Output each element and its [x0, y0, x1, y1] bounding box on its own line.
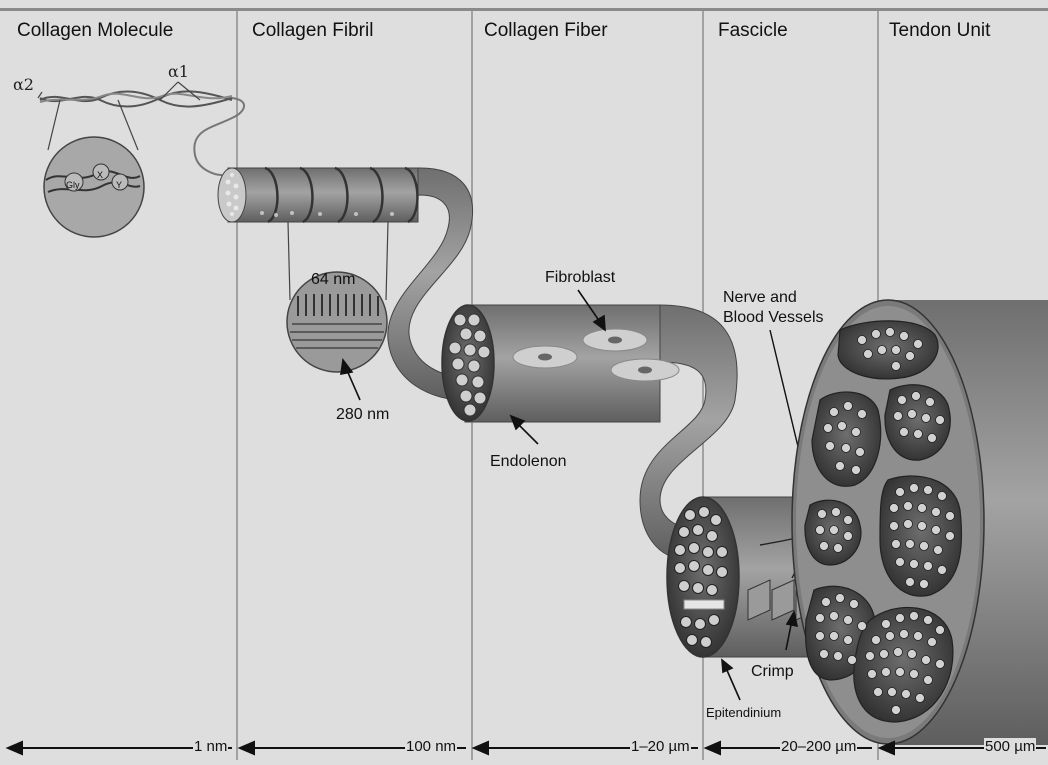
header-collagen-molecule: Collagen Molecule	[17, 20, 173, 42]
alpha2-label: α2	[13, 75, 34, 94]
period-label: 64 nm	[311, 270, 355, 289]
crimp-label: Crimp	[751, 662, 794, 681]
header-collagen-fibril: Collagen Fibril	[252, 20, 373, 42]
nerve-label-line2: Blood Vessels	[723, 308, 824, 327]
diameter-label: 280 nm	[336, 405, 389, 424]
inset-label-y: Y	[116, 176, 122, 195]
header-collagen-fiber: Collagen Fiber	[484, 20, 608, 42]
nerve-label-line1: Nerve and	[723, 288, 797, 307]
header-fascicle: Fascicle	[718, 20, 788, 42]
epitenon-layer	[684, 600, 724, 609]
scale-label-fibril: 100 nm	[405, 738, 457, 755]
inset-label-x: X	[97, 166, 103, 185]
epitenon-label: Epitendinium	[706, 703, 781, 722]
scale-bars	[8, 742, 1046, 754]
helix-inset-circle	[44, 137, 144, 237]
endotenon-label: Endolenon	[490, 452, 567, 471]
scale-label-molecule: 1 nm	[193, 738, 228, 755]
scale-label-tendon: 500 µm	[984, 738, 1036, 755]
fibroblast-label: Fibroblast	[545, 268, 615, 287]
scale-label-fascicle: 20–200 µm	[780, 738, 857, 755]
alpha1-label: α1	[168, 62, 189, 81]
inset-label-gly: Gly	[66, 176, 80, 195]
scale-label-fiber: 1–20 µm	[630, 738, 691, 755]
header-tendon-unit: Tendon Unit	[889, 20, 990, 42]
epitenon-arrow	[722, 660, 740, 700]
